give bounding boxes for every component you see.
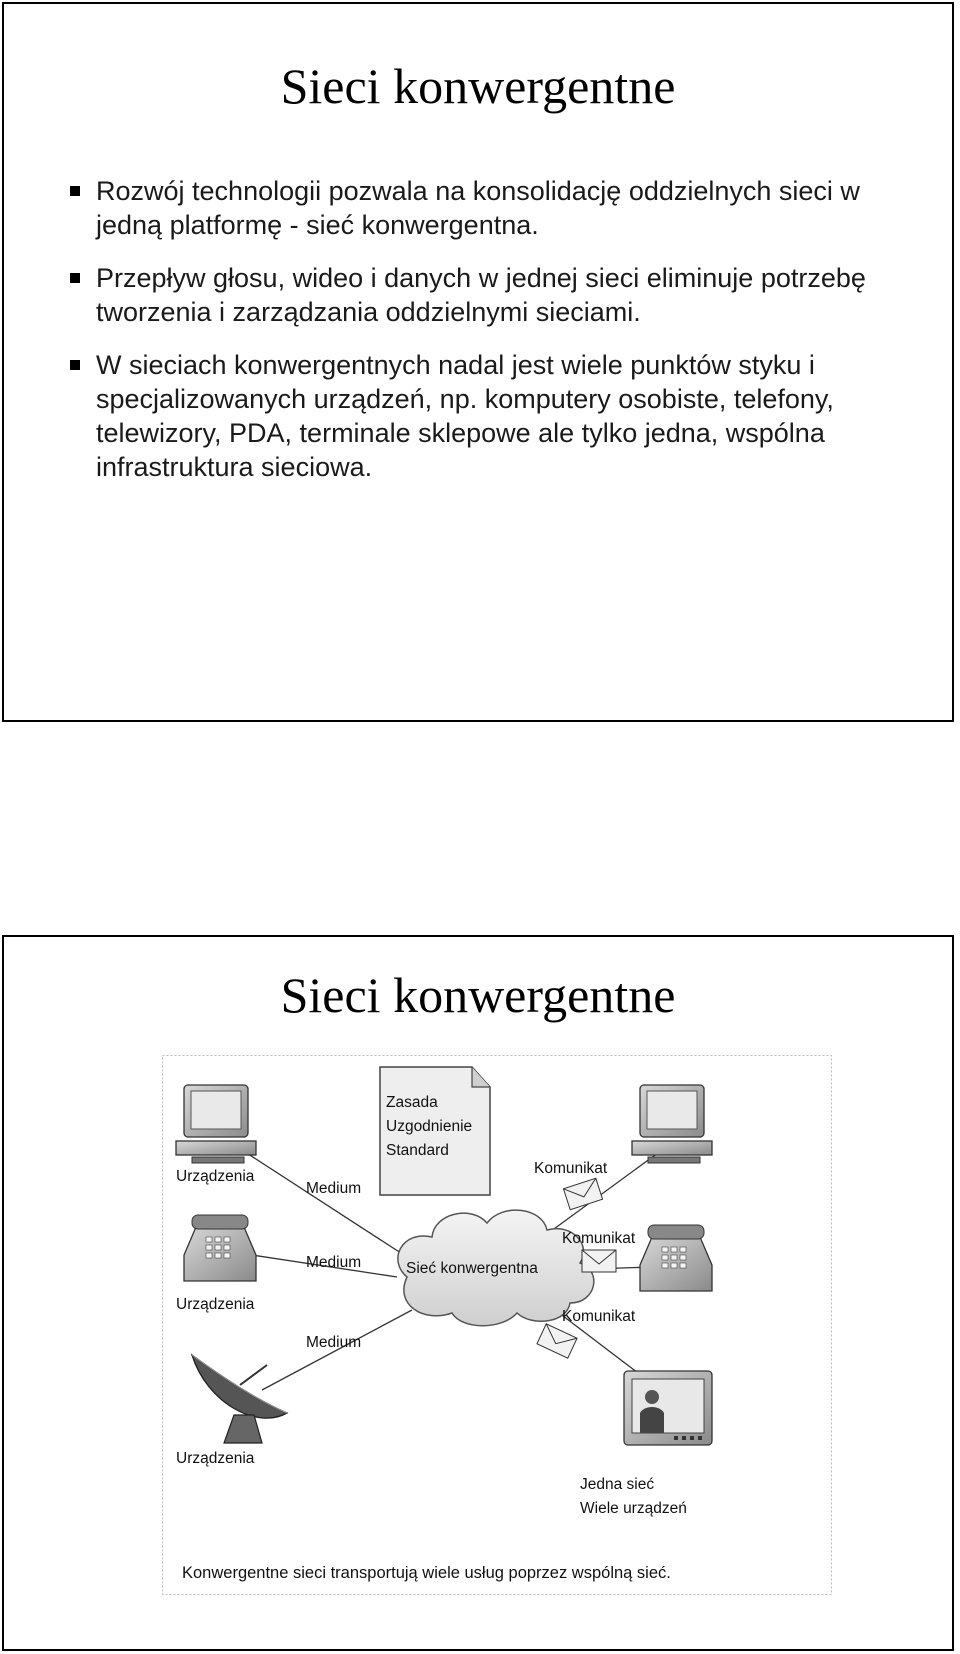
converged-network-cloud: Sieć konwergentna bbox=[397, 1209, 595, 1327]
slide-2-title: Sieci konwergentne bbox=[280, 967, 676, 1023]
bullet-square-icon bbox=[70, 186, 80, 196]
bullet-list: Rozwój technologii pozwala na konsolidac… bbox=[70, 174, 900, 503]
network-note: Jedna sieć bbox=[580, 1476, 654, 1493]
figure-caption: Konwergentne sieci transportują wiele us… bbox=[182, 1564, 671, 1582]
message-label: Komunikat bbox=[562, 1308, 636, 1325]
document-line: Zasada bbox=[386, 1094, 438, 1111]
satellite-dish-icon bbox=[190, 1353, 289, 1444]
bullet-item: Przepływ głosu, wideo i danych w jednej … bbox=[70, 261, 900, 329]
network-note: Wiele urządzeń bbox=[580, 1500, 687, 1517]
bullet-square-icon bbox=[70, 360, 80, 370]
converged-network-diagram: Sieć konwergentna Zasada Uzgodnienie Sta… bbox=[162, 1055, 832, 1595]
device-label: Urządzenia bbox=[176, 1168, 255, 1185]
cloud-label: Sieć konwergentna bbox=[406, 1260, 538, 1277]
slide-1-title: Sieci konwergentne bbox=[280, 58, 676, 114]
television-icon bbox=[623, 1370, 713, 1446]
device-label: Urządzenia bbox=[176, 1450, 255, 1467]
bullet-square-icon bbox=[70, 273, 80, 283]
telephone-icon bbox=[639, 1224, 713, 1292]
protocol-document-icon: Zasada Uzgodnienie Standard bbox=[379, 1066, 491, 1196]
message-label: Komunikat bbox=[562, 1230, 636, 1247]
slide-1: Sieci konwergentne Rozwój technologii po… bbox=[2, 2, 954, 722]
envelope-icon bbox=[562, 1177, 604, 1211]
envelope-icon bbox=[581, 1249, 617, 1273]
computer-icon bbox=[175, 1084, 257, 1164]
bullet-item: Rozwój technologii pozwala na konsolidac… bbox=[70, 174, 900, 242]
computer-icon bbox=[631, 1084, 713, 1164]
bullet-item: W sieciach konwergentnych nadal jest wie… bbox=[70, 348, 900, 484]
figure-frame bbox=[162, 1055, 832, 1595]
message-label: Komunikat bbox=[534, 1160, 608, 1177]
document-line: Standard bbox=[386, 1142, 449, 1159]
telephone-icon bbox=[183, 1214, 257, 1282]
medium-label: Medium bbox=[306, 1334, 361, 1351]
medium-label: Medium bbox=[306, 1180, 361, 1197]
medium-label: Medium bbox=[306, 1254, 361, 1271]
device-label: Urządzenia bbox=[176, 1296, 255, 1313]
envelope-icon bbox=[536, 1323, 578, 1359]
document-line: Uzgodnienie bbox=[386, 1118, 472, 1135]
slide-2: Sieci konwergentne Sieć konwergentna bbox=[2, 935, 954, 1651]
